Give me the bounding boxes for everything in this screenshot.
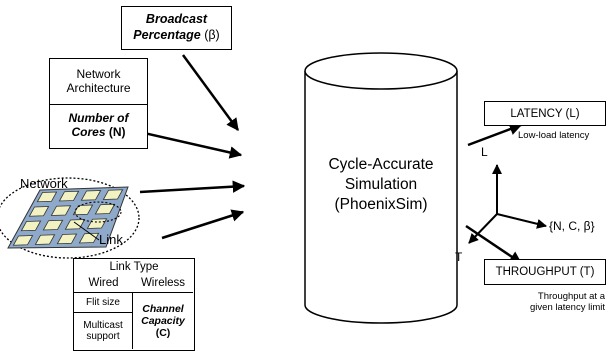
broadcast-line1: Broadcast — [145, 12, 208, 27]
arrow-network — [139, 180, 246, 194]
multicast-line2: support — [86, 331, 120, 342]
network-chip — [0, 177, 140, 259]
multicast-support-cell: Multicast support — [74, 312, 133, 349]
link-label: Link — [99, 232, 123, 247]
network-arch-title: Network Architecture — [50, 59, 147, 105]
cores-symbol: (N) — [108, 125, 126, 139]
chip-tile — [28, 206, 50, 217]
throughput-note-line1: Throughput at a — [537, 291, 605, 302]
number-of-cores: Number of Cores (N) — [50, 105, 147, 147]
cores-line2: Cores — [71, 125, 106, 139]
channel-line2: Capacity — [141, 314, 185, 327]
channel-capacity-cell: Channel Capacity (C) — [133, 292, 193, 349]
arrow-throughput — [465, 224, 523, 265]
chip-tile — [80, 190, 102, 201]
parameter-axes — [468, 164, 547, 244]
broadcast-line2: Percentage — [133, 28, 201, 42]
link-wired-header: Wired — [88, 277, 119, 290]
channel-line1: Channel — [142, 302, 184, 315]
throughput-note-line2: given latency limit — [530, 302, 605, 314]
axis-params-label: {N, C, β} — [549, 219, 595, 233]
channel-symbol: (C) — [155, 327, 171, 340]
link-type-title: Link Type — [109, 260, 159, 273]
chip-tile — [64, 219, 86, 230]
arrow-link — [161, 209, 245, 240]
chip-tile — [56, 233, 78, 245]
simulator-line3: (PhoenixSim) — [334, 196, 428, 214]
chip-tile — [36, 191, 58, 203]
multicast-line1: Multicast — [83, 319, 123, 331]
broadcast-symbol: (β) — [204, 28, 220, 42]
simulator-line2: Simulation — [344, 176, 418, 194]
chip-tile — [20, 220, 42, 232]
chip-tile — [58, 190, 80, 202]
simulator-label: Cycle-Accurate Simulation (PhoenixSim) — [305, 155, 457, 215]
throughput-box: THROUGHPUT (T) — [484, 259, 606, 285]
network-architecture-box: Network Architecture Number of Cores (N) — [49, 58, 148, 149]
throughput-note: Throughput at a given latency limit — [530, 291, 605, 314]
broadcast-percentage-box: Broadcast Percentage (β) — [121, 6, 232, 50]
arrow-latency — [467, 123, 523, 147]
simulator-cylinder — [304, 52, 458, 324]
network-arch-line1: Network — [76, 66, 121, 81]
axis-l-label: L — [481, 145, 488, 159]
link-type-table: Link Type Wired Wireless Flit size Multi… — [73, 258, 195, 351]
chip-tile — [102, 189, 124, 200]
axis-params — [496, 213, 547, 229]
chip-tile — [34, 234, 56, 245]
simulator-line1: Cycle-Accurate — [328, 156, 434, 173]
link-wireless-header: Wireless — [140, 277, 186, 290]
chip-tile — [50, 205, 72, 216]
arrow-broadcast — [181, 54, 240, 132]
link-pointer — [73, 221, 100, 241]
chip-tile — [12, 235, 34, 246]
cores-line1: Number of — [68, 111, 129, 126]
flit-size-cell: Flit size — [74, 292, 133, 312]
network-arch-line2: Architecture — [66, 80, 131, 95]
network-label: Network — [20, 176, 68, 191]
latency-box: LATENCY (L) — [484, 101, 606, 126]
axis-t — [468, 213, 498, 244]
chip-tile — [94, 203, 116, 215]
latency-note: Low-load latency — [518, 130, 590, 141]
chip-tile — [42, 219, 64, 231]
axis-t-label: T — [455, 250, 463, 264]
